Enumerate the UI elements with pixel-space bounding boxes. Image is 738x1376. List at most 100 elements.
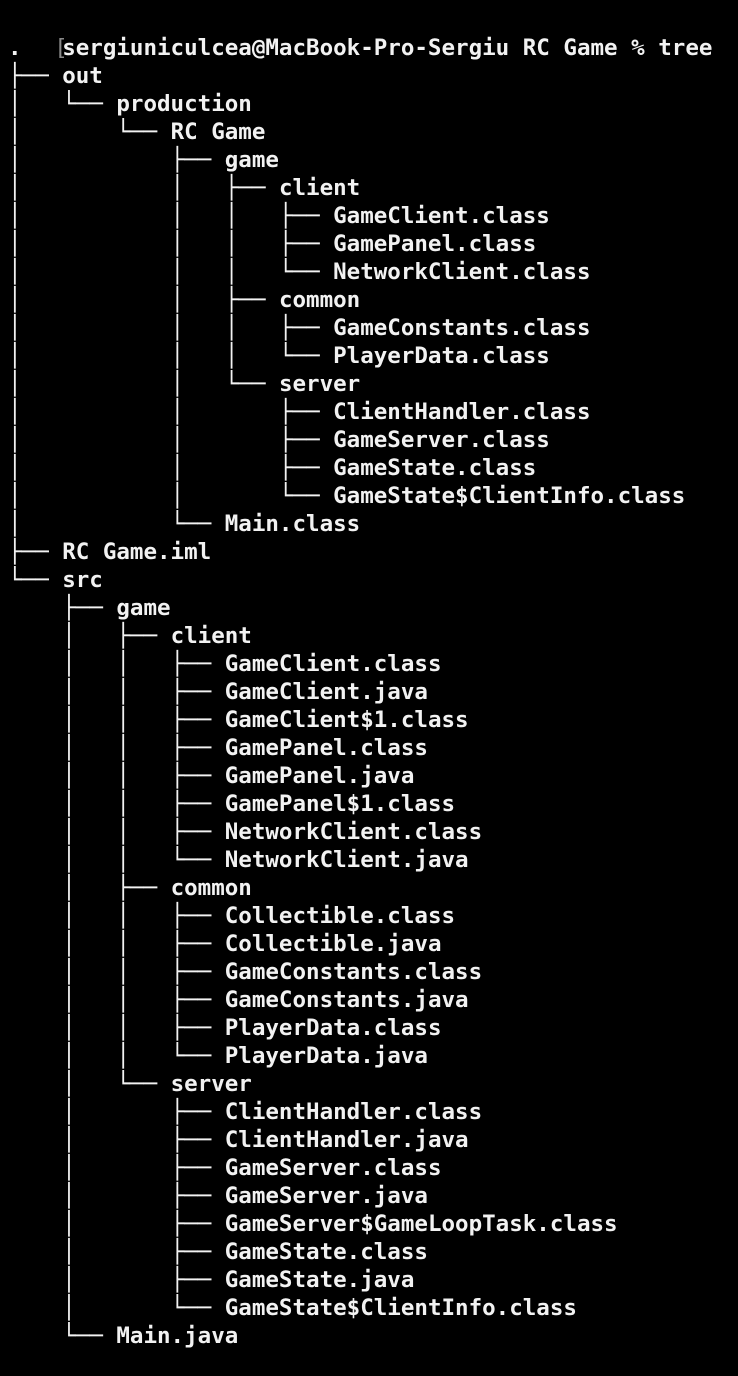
tree-entry-name: common bbox=[278, 287, 361, 313]
tree-entry-name: GamePanel$1.class bbox=[224, 791, 456, 817]
command-text: tree bbox=[658, 35, 713, 61]
tree-entry-name: GamePanel.class bbox=[224, 735, 428, 761]
tree-branch-lines: │ └── bbox=[8, 1071, 171, 1097]
tree-entry-name: server bbox=[170, 1071, 252, 1097]
tree-entry-name: GamePanel.java bbox=[224, 763, 415, 789]
tree-row: │ │ ├── common bbox=[8, 286, 738, 314]
tree-row: │ ├── GameState.class bbox=[8, 1238, 738, 1266]
tree-output: . ├── out│ └── production│ └── RC Game│ … bbox=[8, 34, 738, 1350]
tree-row: │ ├── ClientHandler.class bbox=[8, 1098, 738, 1126]
tree-branch-lines: │ ├── bbox=[8, 147, 225, 173]
tree-branch-lines: │ │ ├── bbox=[8, 819, 225, 845]
tree-branch-lines: └── bbox=[8, 567, 63, 593]
tree-row: │ │ │ └── PlayerData.class bbox=[8, 342, 738, 370]
tree-branch-lines: │ └── bbox=[8, 119, 171, 145]
tree-branch-lines: │ │ └── bbox=[8, 847, 225, 873]
tree-row: │ │ ├── ClientHandler.class bbox=[8, 398, 738, 426]
tree-branch-lines: │ │ └── bbox=[8, 1043, 225, 1069]
tree-branch-lines: │ ├── bbox=[8, 1211, 225, 1237]
tree-row: │ └── GameState$ClientInfo.class bbox=[8, 1294, 738, 1322]
tree-list: ├── out│ └── production│ └── RC Game│ ├─… bbox=[8, 62, 738, 1350]
tree-entry-name: PlayerData.class bbox=[333, 343, 550, 369]
tree-row: │ │ ├── GameClient.java bbox=[8, 678, 738, 706]
tree-entry-name: GameState.class bbox=[224, 1239, 428, 1265]
tree-row: │ │ ├── GameState.class bbox=[8, 454, 738, 482]
tree-entry-name: GameConstants.class bbox=[224, 959, 483, 985]
tree-entry-name: PlayerData.class bbox=[224, 1015, 442, 1041]
tree-branch-lines: │ │ │ ├── bbox=[8, 203, 334, 229]
tree-branch-lines: │ ├── bbox=[8, 1099, 225, 1125]
tree-branch-lines: └── bbox=[8, 1323, 117, 1349]
tree-branch-lines: │ │ ├── bbox=[8, 791, 225, 817]
tree-entry-name: NetworkClient.java bbox=[224, 847, 469, 873]
tree-entry-name: GameServer$GameLoopTask.class bbox=[224, 1211, 618, 1237]
tree-row: │ ├── ClientHandler.java bbox=[8, 1126, 738, 1154]
tree-entry-name: server bbox=[278, 371, 361, 397]
tree-entry-name: GameState$ClientInfo.class bbox=[333, 483, 686, 509]
tree-entry-name: GameServer.java bbox=[224, 1183, 428, 1209]
tree-branch-lines: │ ├── bbox=[8, 875, 171, 901]
tree-branch-lines: │ │ └── bbox=[8, 483, 334, 509]
tree-row: │ │ ├── GamePanel.class bbox=[8, 734, 738, 762]
tree-row: └── Main.java bbox=[8, 1322, 738, 1350]
tree-entry-name: GameClient.class bbox=[224, 651, 442, 677]
tree-branch-lines: │ └── bbox=[8, 91, 117, 117]
tree-branch-lines: │ │ ├── bbox=[8, 651, 225, 677]
tree-branch-lines: │ │ ├── bbox=[8, 763, 225, 789]
tree-branch-lines: │ │ ├── bbox=[8, 959, 225, 985]
tree-branch-lines: │ │ ├── bbox=[8, 679, 225, 705]
tree-row: │ │ │ ├── GameClient.class bbox=[8, 202, 738, 230]
tree-entry-name: Main.class bbox=[224, 511, 361, 537]
tree-entry-name: GameClient.class bbox=[333, 203, 550, 229]
tree-entry-name: RC Game bbox=[170, 119, 266, 145]
tree-entry-name: GameServer.class bbox=[224, 1155, 442, 1181]
tree-entry-name: game bbox=[224, 147, 279, 173]
tree-entry-name: GameState$ClientInfo.class bbox=[224, 1295, 577, 1321]
tree-row: │ ├── common bbox=[8, 874, 738, 902]
tree-entry-name: NetworkClient.class bbox=[333, 259, 591, 285]
tree-row: │ │ ├── GameServer.class bbox=[8, 426, 738, 454]
tree-entry-name: ClientHandler.class bbox=[224, 1099, 483, 1125]
tree-row: │ ├── client bbox=[8, 622, 738, 650]
tree-branch-lines: │ │ ├── bbox=[8, 931, 225, 957]
tree-branch-lines: │ │ │ ├── bbox=[8, 315, 334, 341]
tree-entry-name: client bbox=[278, 175, 361, 201]
tree-branch-lines: │ │ │ ├── bbox=[8, 231, 334, 257]
tree-entry-name: GameServer.class bbox=[333, 427, 550, 453]
tree-row: │ │ ├── client bbox=[8, 174, 738, 202]
tree-row: │ │ ├── GamePanel.java bbox=[8, 762, 738, 790]
tree-entry-name: out bbox=[62, 63, 103, 89]
tree-row: │ │ ├── GameConstants.java bbox=[8, 986, 738, 1014]
prompt-line: [sergiuniculcea@MacBook-Pro-Sergiu RC Ga… bbox=[0, 6, 712, 61]
tree-entry-name: Collectible.class bbox=[224, 903, 456, 929]
tree-branch-lines: │ ├── bbox=[8, 1127, 225, 1153]
tree-branch-lines: │ │ ├── bbox=[8, 455, 334, 481]
prompt-directory: RC Game bbox=[522, 35, 618, 61]
tree-row: ├── out bbox=[8, 62, 738, 90]
tree-branch-lines: │ │ ├── bbox=[8, 287, 279, 313]
tree-branch-lines: │ │ │ └── bbox=[8, 259, 334, 285]
tree-entry-name: NetworkClient.class bbox=[224, 819, 483, 845]
tree-branch-lines: │ ├── bbox=[8, 1239, 225, 1265]
tree-row: └── src bbox=[8, 566, 738, 594]
tree-branch-lines: │ │ ├── bbox=[8, 1015, 225, 1041]
tree-row: │ │ ├── Collectible.java bbox=[8, 930, 738, 958]
tree-row: │ ├── GameServer.class bbox=[8, 1154, 738, 1182]
tree-entry-name: GamePanel.class bbox=[333, 231, 537, 257]
tree-branch-lines: │ │ ├── bbox=[8, 175, 279, 201]
tree-branch-lines: │ │ ├── bbox=[8, 707, 225, 733]
tree-entry-name: GameClient$1.class bbox=[224, 707, 469, 733]
tree-row: │ ├── GameServer.java bbox=[8, 1182, 738, 1210]
tree-row: │ │ └── PlayerData.java bbox=[8, 1042, 738, 1070]
tree-row: │ ├── GameServer$GameLoopTask.class bbox=[8, 1210, 738, 1238]
tree-row: │ ├── game bbox=[8, 146, 738, 174]
tree-branch-lines: │ ├── bbox=[8, 1267, 225, 1293]
tree-entry-name: GameState.java bbox=[224, 1267, 415, 1293]
tree-branch-lines: │ ├── bbox=[8, 1183, 225, 1209]
tree-branch-lines: ├── bbox=[8, 595, 117, 621]
prompt-user-host: sergiuniculcea@MacBook-Pro-Sergiu bbox=[62, 35, 510, 61]
tree-branch-lines: │ │ └── bbox=[8, 371, 279, 397]
tree-entry-name: src bbox=[62, 567, 103, 593]
tree-branch-lines: │ │ ├── bbox=[8, 903, 225, 929]
